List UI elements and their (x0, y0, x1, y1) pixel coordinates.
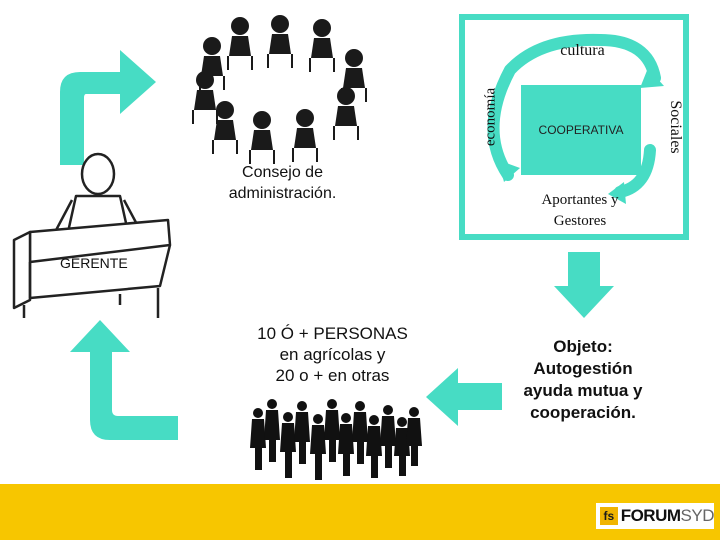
personas-line-1: 10 Ó + PERSONAS (257, 324, 408, 343)
aportantes-line-1: Aportantes y (541, 192, 619, 208)
personas-line-2: en agrícolas y (279, 345, 386, 364)
up-return-arrow-icon (70, 320, 178, 440)
left-arrow-icon (426, 368, 502, 426)
objeto-line-1: Objeto: (553, 337, 613, 356)
aportantes-gestores-label: Aportantes y Gestores (505, 190, 655, 232)
cultura-label: cultura (560, 42, 605, 59)
sociales-label-wrap: Sociales (664, 82, 686, 172)
crowd-of-people-icon (250, 399, 422, 480)
personas-label: 10 Ó + PERSONAS en agrícolas y 20 o + en… (225, 323, 440, 386)
forumsyd-logo: fs FORUM SYD (596, 503, 715, 529)
gerente-label: GERENTE (60, 255, 128, 271)
logo-mark: fs (600, 507, 618, 525)
consejo-line-1: Consejo de (242, 164, 323, 181)
objeto-line-2: Autogestión (533, 359, 633, 378)
sociales-label: Sociales (667, 100, 684, 154)
up-right-arrow-icon (60, 50, 156, 165)
logo-text-bold: FORUM (620, 506, 681, 525)
cooperative-frame (459, 14, 689, 240)
aportantes-line-2: Gestores (553, 213, 607, 229)
cooperativa-label: COOPERATIVA (538, 123, 624, 137)
consejo-line-2: administración. (228, 185, 337, 202)
objeto-line-3: ayuda mutua y (523, 381, 643, 400)
board-meeting-circle-icon (192, 15, 367, 164)
economia-label: economía (482, 87, 499, 147)
cooperativa-box: COOPERATIVA (521, 85, 641, 175)
consejo-label: Consejo de administración. (205, 162, 360, 204)
objeto-line-4: cooperación. (530, 403, 636, 422)
objeto-label: Objeto: Autogestión ayuda mutua y cooper… (498, 336, 668, 424)
economia-label-wrap: economía (480, 72, 502, 162)
logo-text-light: SYD (680, 506, 715, 525)
personas-line-3: 20 o + en otras (275, 366, 390, 385)
manager-at-desk-icon (12, 152, 172, 318)
down-arrow-icon (554, 252, 614, 318)
